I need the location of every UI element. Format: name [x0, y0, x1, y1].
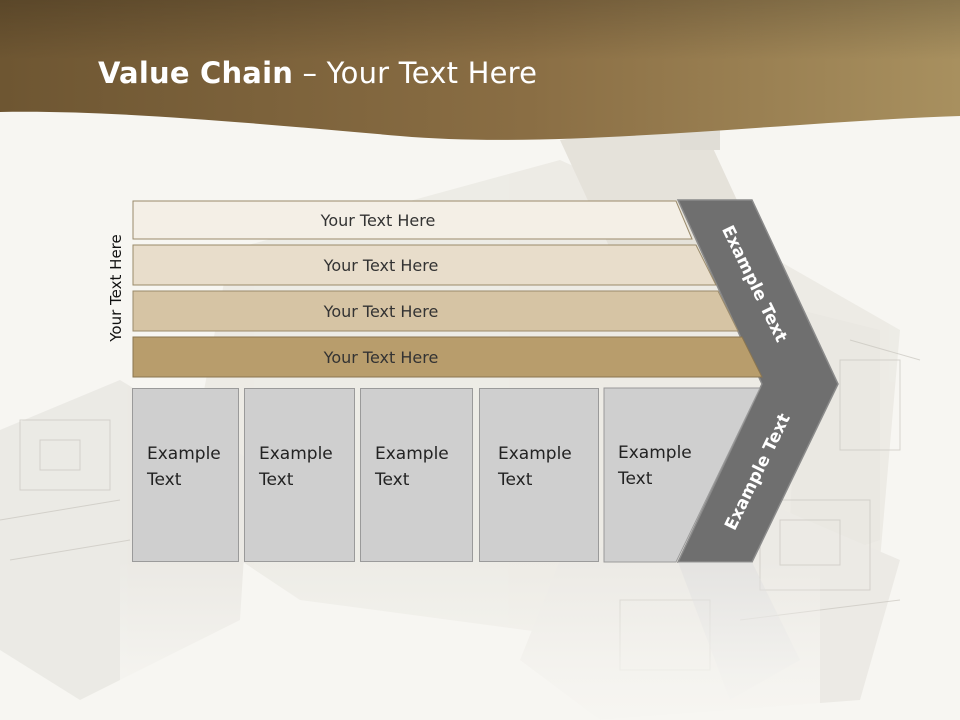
- title-bold: Value Chain: [98, 56, 294, 90]
- title-rest: – Your Text Here: [293, 56, 538, 90]
- column-2-line1: Example: [259, 444, 333, 464]
- column-1-line2: Text: [147, 470, 182, 490]
- column-1-line1: Example: [147, 444, 221, 464]
- bar-1-label: Your Text Here: [320, 210, 436, 230]
- bar-3: Your Text Here: [133, 291, 699, 331]
- bar-4: Your Text Here: [133, 337, 699, 377]
- bar-1: Your Text Here: [133, 201, 693, 239]
- column-4-line1: Example: [498, 444, 572, 464]
- column-3-line1: Example: [375, 444, 449, 464]
- column-3-line2: Text: [375, 470, 410, 490]
- bar-2: Your Text Here: [133, 245, 699, 285]
- slide-title: Value Chain – Your Text Here: [98, 56, 537, 90]
- bar-3-label: Your Text Here: [323, 301, 439, 321]
- column-5-line1: Example: [618, 443, 692, 463]
- column-4-line2: Text: [498, 470, 533, 490]
- bar-shape-3: [132, 290, 739, 332]
- bar-2-label: Your Text Here: [323, 255, 439, 275]
- bar-shape-4: [132, 336, 763, 378]
- bar-4-label: Your Text Here: [323, 347, 439, 367]
- reflection-fade: [120, 560, 820, 720]
- bar-shape-2: [132, 244, 717, 286]
- bar-shape-1: [132, 200, 693, 240]
- column-5-line2: Text: [618, 469, 653, 489]
- column-2-line2: Text: [259, 470, 294, 490]
